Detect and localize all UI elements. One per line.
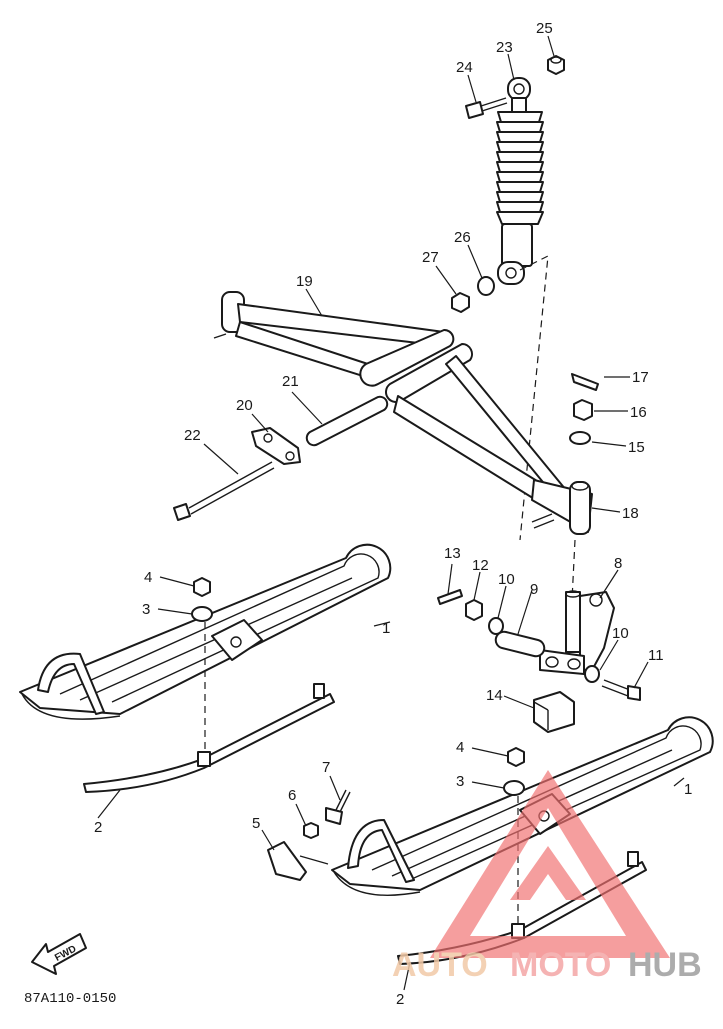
callout-25: 25 [536, 20, 553, 37]
nut-4-right [507, 747, 525, 767]
callout-10-upper: 10 [498, 571, 515, 588]
callout-7: 7 [322, 759, 330, 776]
callout-3-left: 3 [142, 601, 150, 618]
bolt-22 [173, 461, 275, 521]
callout-2-left: 2 [94, 819, 102, 836]
a-arm [213, 291, 593, 535]
callout-18: 18 [622, 505, 639, 522]
bushing-9 [494, 630, 546, 658]
callout-labels: 1 1 2 2 3 3 4 4 5 6 7 8 9 10 10 11 12 13… [94, 20, 692, 1008]
callout-1-left: 1 [382, 620, 390, 637]
spindle-knuckle [539, 590, 615, 675]
callout-2-right: 2 [396, 991, 404, 1008]
callout-16: 16 [630, 404, 647, 421]
bolt-24 [465, 97, 508, 119]
callout-6: 6 [288, 787, 296, 804]
nut-27 [451, 292, 470, 313]
callout-8: 8 [614, 555, 622, 572]
callout-26: 26 [454, 229, 471, 246]
callout-4-right: 4 [456, 739, 464, 756]
callout-21: 21 [282, 373, 299, 390]
callout-9: 9 [530, 581, 538, 598]
callout-15: 15 [628, 439, 645, 456]
washer-26 [477, 276, 495, 296]
leader-lines [97, 35, 685, 991]
callout-1-right: 1 [684, 781, 692, 798]
shock-absorber [496, 77, 544, 285]
callout-3-right: 3 [456, 773, 464, 790]
callout-19: 19 [296, 273, 313, 290]
washer-3-left [191, 606, 213, 622]
callout-23: 23 [496, 39, 513, 56]
callout-5: 5 [252, 815, 260, 832]
cotter-pin-13 [437, 589, 463, 605]
bolt-7 [325, 789, 351, 825]
bracket-20 [251, 427, 301, 465]
nut-25 [547, 55, 565, 75]
left-ski [19, 543, 392, 720]
watermark-triangle-icon [430, 770, 670, 958]
left-runner [83, 683, 335, 793]
callout-17: 17 [632, 369, 649, 386]
washer-10a [488, 617, 504, 635]
callout-24: 24 [456, 59, 473, 76]
watermark-text-moto: MOTO [510, 946, 611, 984]
nut-4-left [193, 577, 211, 597]
callout-14: 14 [486, 687, 503, 704]
callout-22: 22 [184, 427, 201, 444]
washer-3-right [503, 780, 525, 796]
damper-14 [533, 691, 575, 733]
nut-12 [465, 599, 483, 621]
callout-4-left: 4 [144, 569, 152, 586]
spindle-line [571, 539, 576, 601]
drawing-code: 87A110-0150 [24, 991, 116, 1007]
nut-6 [303, 822, 319, 839]
right-ski [331, 716, 714, 896]
watermark-text-hub: HUB [628, 946, 702, 984]
callout-27: 27 [422, 249, 439, 266]
cotter-pin-17 [571, 373, 599, 391]
callout-11: 11 [648, 647, 664, 664]
plate-5 [267, 841, 307, 881]
watermark: AUTO MOTO HUB [392, 770, 702, 984]
spacer-21 [305, 395, 389, 447]
fwd-arrow-icon: FWD [31, 933, 87, 975]
washer-10b [584, 665, 600, 683]
callout-13: 13 [444, 545, 461, 562]
watermark-text-auto: AUTO [392, 946, 488, 984]
bolt-11 [601, 679, 641, 701]
callout-12: 12 [472, 557, 489, 574]
callout-20: 20 [236, 397, 253, 414]
callout-10-lower: 10 [612, 625, 629, 642]
washer-15 [569, 431, 591, 445]
nut-16 [573, 399, 593, 421]
